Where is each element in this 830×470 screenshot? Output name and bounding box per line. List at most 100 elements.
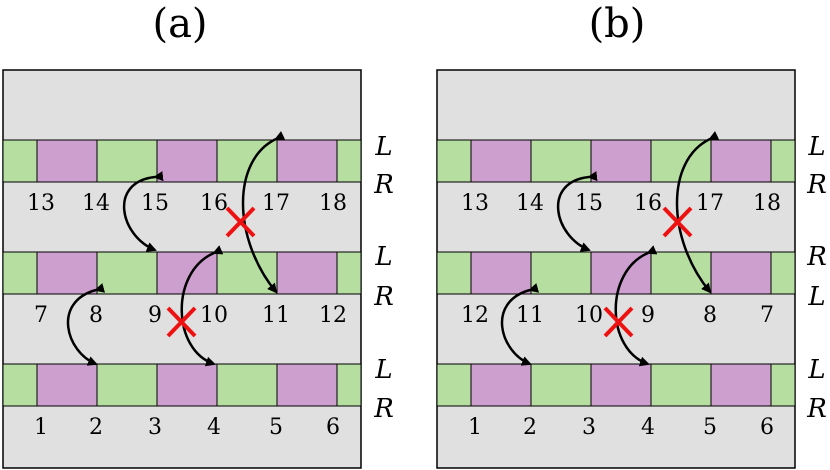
panel-a-allowed-arrow-8-2 <box>66 283 106 366</box>
strip-cell-green <box>96 363 158 407</box>
panel-a-cell-label: 10 <box>200 303 228 328</box>
panel-a-title: (a) <box>152 1 207 47</box>
strip-cell-green <box>770 139 796 183</box>
panel-b-blocked-arrow-9-4 <box>614 245 658 367</box>
panel-a-cell-label: 18 <box>319 191 347 216</box>
strip-cell-purple <box>36 363 98 407</box>
panel-a-cell-label: 11 <box>262 303 290 328</box>
strip-cell-purple <box>470 363 532 407</box>
strip-cell-green <box>770 363 796 407</box>
strip-cell-green <box>336 139 362 183</box>
strip-cell-purple <box>710 363 772 407</box>
panel-b-allowed-arrow-15-10 <box>557 171 598 252</box>
panel-a-side-label: R <box>373 394 394 424</box>
panel-b-side-label: R <box>806 170 827 200</box>
strip-cell-green <box>436 251 472 295</box>
panel-b-cell-label: 9 <box>641 303 655 328</box>
strip-cell-purple <box>156 139 218 183</box>
panel-b-side-label: L <box>807 282 825 312</box>
strip-cell-green <box>436 139 472 183</box>
panel-b-row-3-strip <box>436 363 796 407</box>
strip-cell-purple <box>590 363 652 407</box>
panel-b-cell-label: 7 <box>760 303 774 328</box>
panel-b-row-2-strip <box>436 251 796 295</box>
strip-cell-green <box>530 139 592 183</box>
panel-a-cell-label: 12 <box>319 303 347 328</box>
panel-a-cell-label: 3 <box>148 415 162 440</box>
panel-a-side-label: L <box>374 355 392 385</box>
panel-a-side-label: R <box>373 170 394 200</box>
panel-b-cell-label: 6 <box>760 415 774 440</box>
strip-cell-purple <box>156 251 218 295</box>
strip-cell-purple <box>156 363 218 407</box>
panel-a-side-label: L <box>374 132 392 162</box>
panel-a-cell-label: 1 <box>34 415 48 440</box>
panel-a-allowed-arrow-15-9 <box>123 171 164 252</box>
panel-b-cell-label: 15 <box>575 191 603 216</box>
panel-a-cell-label: 9 <box>148 303 162 328</box>
panel-a-row-1-strip <box>2 139 362 183</box>
panel-a-cross-mark <box>225 206 256 238</box>
panel-a-side-label: R <box>373 282 394 312</box>
strip-cell-green <box>96 139 158 183</box>
panel-b-cross-mark <box>662 206 693 238</box>
panel-b-cell-label: 11 <box>516 303 544 328</box>
panel-b-cell-label: 5 <box>703 415 717 440</box>
strip-cell-green <box>2 139 38 183</box>
panel-b-cell-label: 13 <box>461 191 489 216</box>
strip-cell-purple <box>470 139 532 183</box>
panel-a-row-2-strip <box>2 251 362 295</box>
strip-cell-green <box>96 251 158 295</box>
strip-cell-purple <box>276 139 338 183</box>
panel-a-cell-label: 16 <box>200 191 228 216</box>
strip-cell-purple <box>276 363 338 407</box>
panel-a-cell-label: 7 <box>34 303 48 328</box>
panel-b-cell-label: 4 <box>641 415 655 440</box>
panel-a-cell-label: 6 <box>326 415 340 440</box>
panel-a: (a) 13 14 15 16 17 18 7 8 9 10 11 12 1 2… <box>2 1 394 469</box>
panel-b-side-label: L <box>807 355 825 385</box>
strip-cell-green <box>436 363 472 407</box>
panel-b: (b) 13 14 15 16 17 18 12 11 10 9 8 7 1 2… <box>436 1 827 469</box>
strip-cell-purple <box>470 251 532 295</box>
strip-cell-green <box>216 363 278 407</box>
panel-b-side-label: R <box>806 394 827 424</box>
panel-b-cross-mark <box>603 306 634 338</box>
panel-a-cell-label: 2 <box>89 415 103 440</box>
strip-cell-green <box>650 363 712 407</box>
strip-cell-green <box>2 251 38 295</box>
strip-cell-green <box>650 251 712 295</box>
panel-b-cell-label: 3 <box>582 415 596 440</box>
strip-cell-purple <box>710 139 772 183</box>
strip-cell-green <box>530 251 592 295</box>
panel-b-row-1-strip <box>436 139 796 183</box>
panel-b-cell-label: 16 <box>634 191 662 216</box>
strip-cell-purple <box>36 251 98 295</box>
panel-b-cell-label: 12 <box>461 303 489 328</box>
panel-b-side-label: R <box>806 242 827 272</box>
strip-cell-green <box>336 363 362 407</box>
panel-b-cell-label: 18 <box>753 191 781 216</box>
strip-cell-green <box>770 251 796 295</box>
strip-cell-green <box>216 251 278 295</box>
panel-b-cell-label: 1 <box>468 415 482 440</box>
panel-a-cell-label: 8 <box>89 303 103 328</box>
panel-a-blocked-arrow-10-4 <box>180 245 224 367</box>
panel-a-cell-label: 17 <box>262 191 290 216</box>
strip-cell-green <box>2 363 38 407</box>
panel-b-allowed-arrow-11-2 <box>500 283 540 366</box>
strip-cell-purple <box>590 139 652 183</box>
panel-a-cross-mark <box>166 306 197 338</box>
panel-b-blocked-arrow-17-8 <box>675 131 720 294</box>
strip-cell-purple <box>276 251 338 295</box>
panel-b-cell-label: 14 <box>516 191 544 216</box>
panel-b-side-label: L <box>807 132 825 162</box>
panel-a-cell-label: 4 <box>207 415 221 440</box>
panel-b-cell-label: 10 <box>575 303 603 328</box>
strip-cell-purple <box>710 251 772 295</box>
panel-b-cell-label: 8 <box>703 303 717 328</box>
strip-cell-green <box>530 363 592 407</box>
panel-a-cell-label: 15 <box>141 191 169 216</box>
panel-b-cell-label: 2 <box>523 415 537 440</box>
